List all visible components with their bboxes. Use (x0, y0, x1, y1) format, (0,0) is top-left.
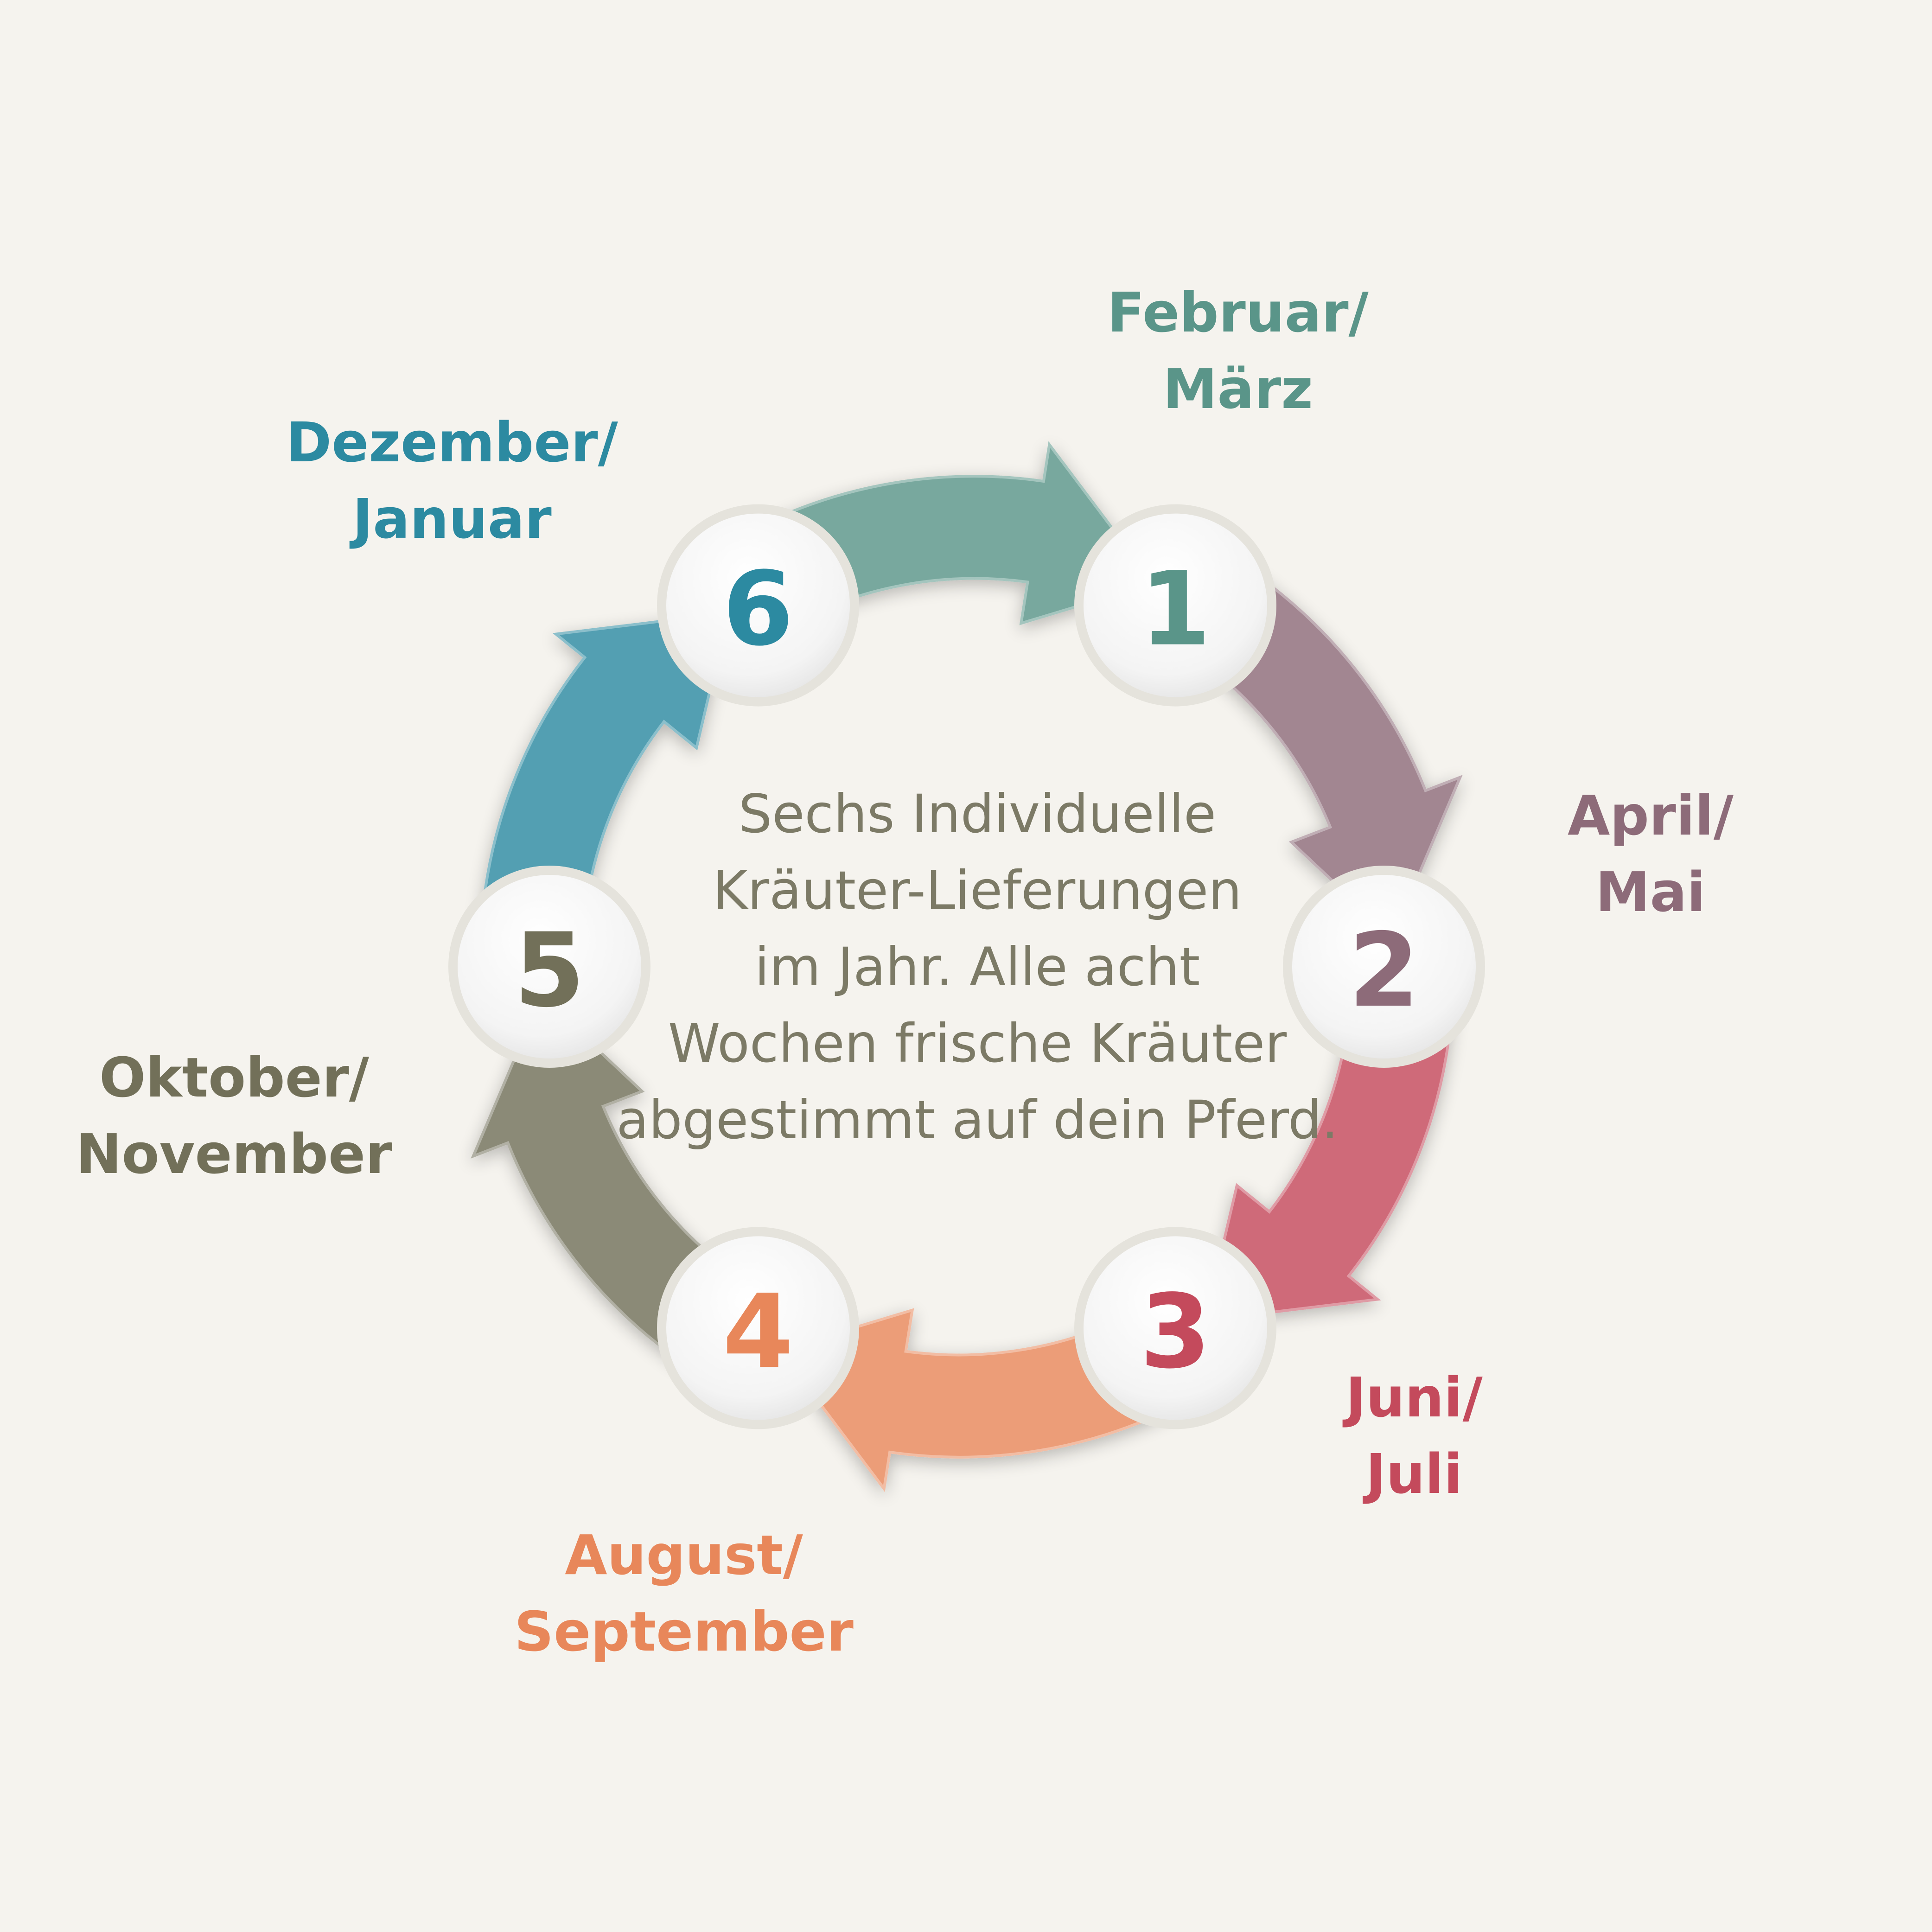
step-3-badge: 3 (1074, 1227, 1276, 1429)
period-line-1: Februar/ (1107, 281, 1369, 344)
badge-face (666, 513, 850, 697)
step-2-period-label: April/Mai (1568, 784, 1734, 924)
step-1-number: 1 (1140, 550, 1211, 669)
center-text-line-1: Sechs Individuelle (739, 783, 1216, 845)
center-text-line-4: Wochen frische Kräuter (668, 1013, 1287, 1074)
step-5-period-label: Oktober/November (76, 1046, 392, 1186)
arrow-to-step-6 (479, 611, 730, 942)
step-2-number: 2 (1348, 911, 1419, 1030)
period-line-1: Oktober/ (99, 1046, 370, 1109)
center-description: Sechs Individuelle Kräuter-Lieferungen i… (616, 783, 1338, 1151)
step-circles: 1 2 3 4 5 6 (448, 504, 1485, 1429)
step-6-number: 6 (722, 550, 793, 669)
badge-face (1084, 1236, 1267, 1420)
step-2-badge: 2 (1283, 866, 1485, 1068)
period-line-2: September (514, 1600, 854, 1664)
arrow-to-step-3 (1203, 992, 1454, 1322)
step-4-badge: 4 (657, 1227, 859, 1429)
step-5-number: 5 (514, 911, 585, 1030)
period-labels: Februar/MärzApril/MaiJuni/JuliAugust/Sep… (76, 281, 1734, 1664)
badge-face (458, 875, 641, 1058)
period-line-2: Mai (1595, 860, 1706, 924)
period-line-2: Juli (1363, 1442, 1463, 1506)
period-line-1: Dezember/ (286, 410, 618, 474)
step-4-period-label: August/September (514, 1523, 854, 1664)
step-6-period-label: Dezember/Januar (286, 410, 618, 551)
step-1-period-label: Februar/März (1107, 281, 1369, 421)
badge-face (1084, 513, 1267, 697)
period-line-1: Juni/ (1342, 1365, 1483, 1429)
period-line-2: März (1163, 357, 1313, 421)
period-line-2: November (76, 1122, 392, 1186)
center-text-line-2: Kräuter-Lieferungen (713, 860, 1242, 921)
period-line-1: August/ (565, 1523, 803, 1587)
step-5-badge: 5 (448, 866, 650, 1068)
center-text-line-5: abgestimmt auf dein Pferd. (616, 1089, 1338, 1151)
step-4-number: 4 (722, 1272, 793, 1391)
period-line-2: Januar (349, 487, 551, 551)
badge-face (1292, 875, 1476, 1058)
step-1-badge: 1 (1074, 504, 1276, 707)
period-line-1: April/ (1568, 784, 1734, 848)
step-3-period-label: Juni/Juli (1342, 1365, 1483, 1506)
center-text-line-3: im Jahr. Alle acht (755, 936, 1200, 998)
step-6-badge: 6 (657, 504, 859, 707)
step-3-number: 3 (1140, 1272, 1211, 1391)
badge-face (666, 1236, 850, 1420)
